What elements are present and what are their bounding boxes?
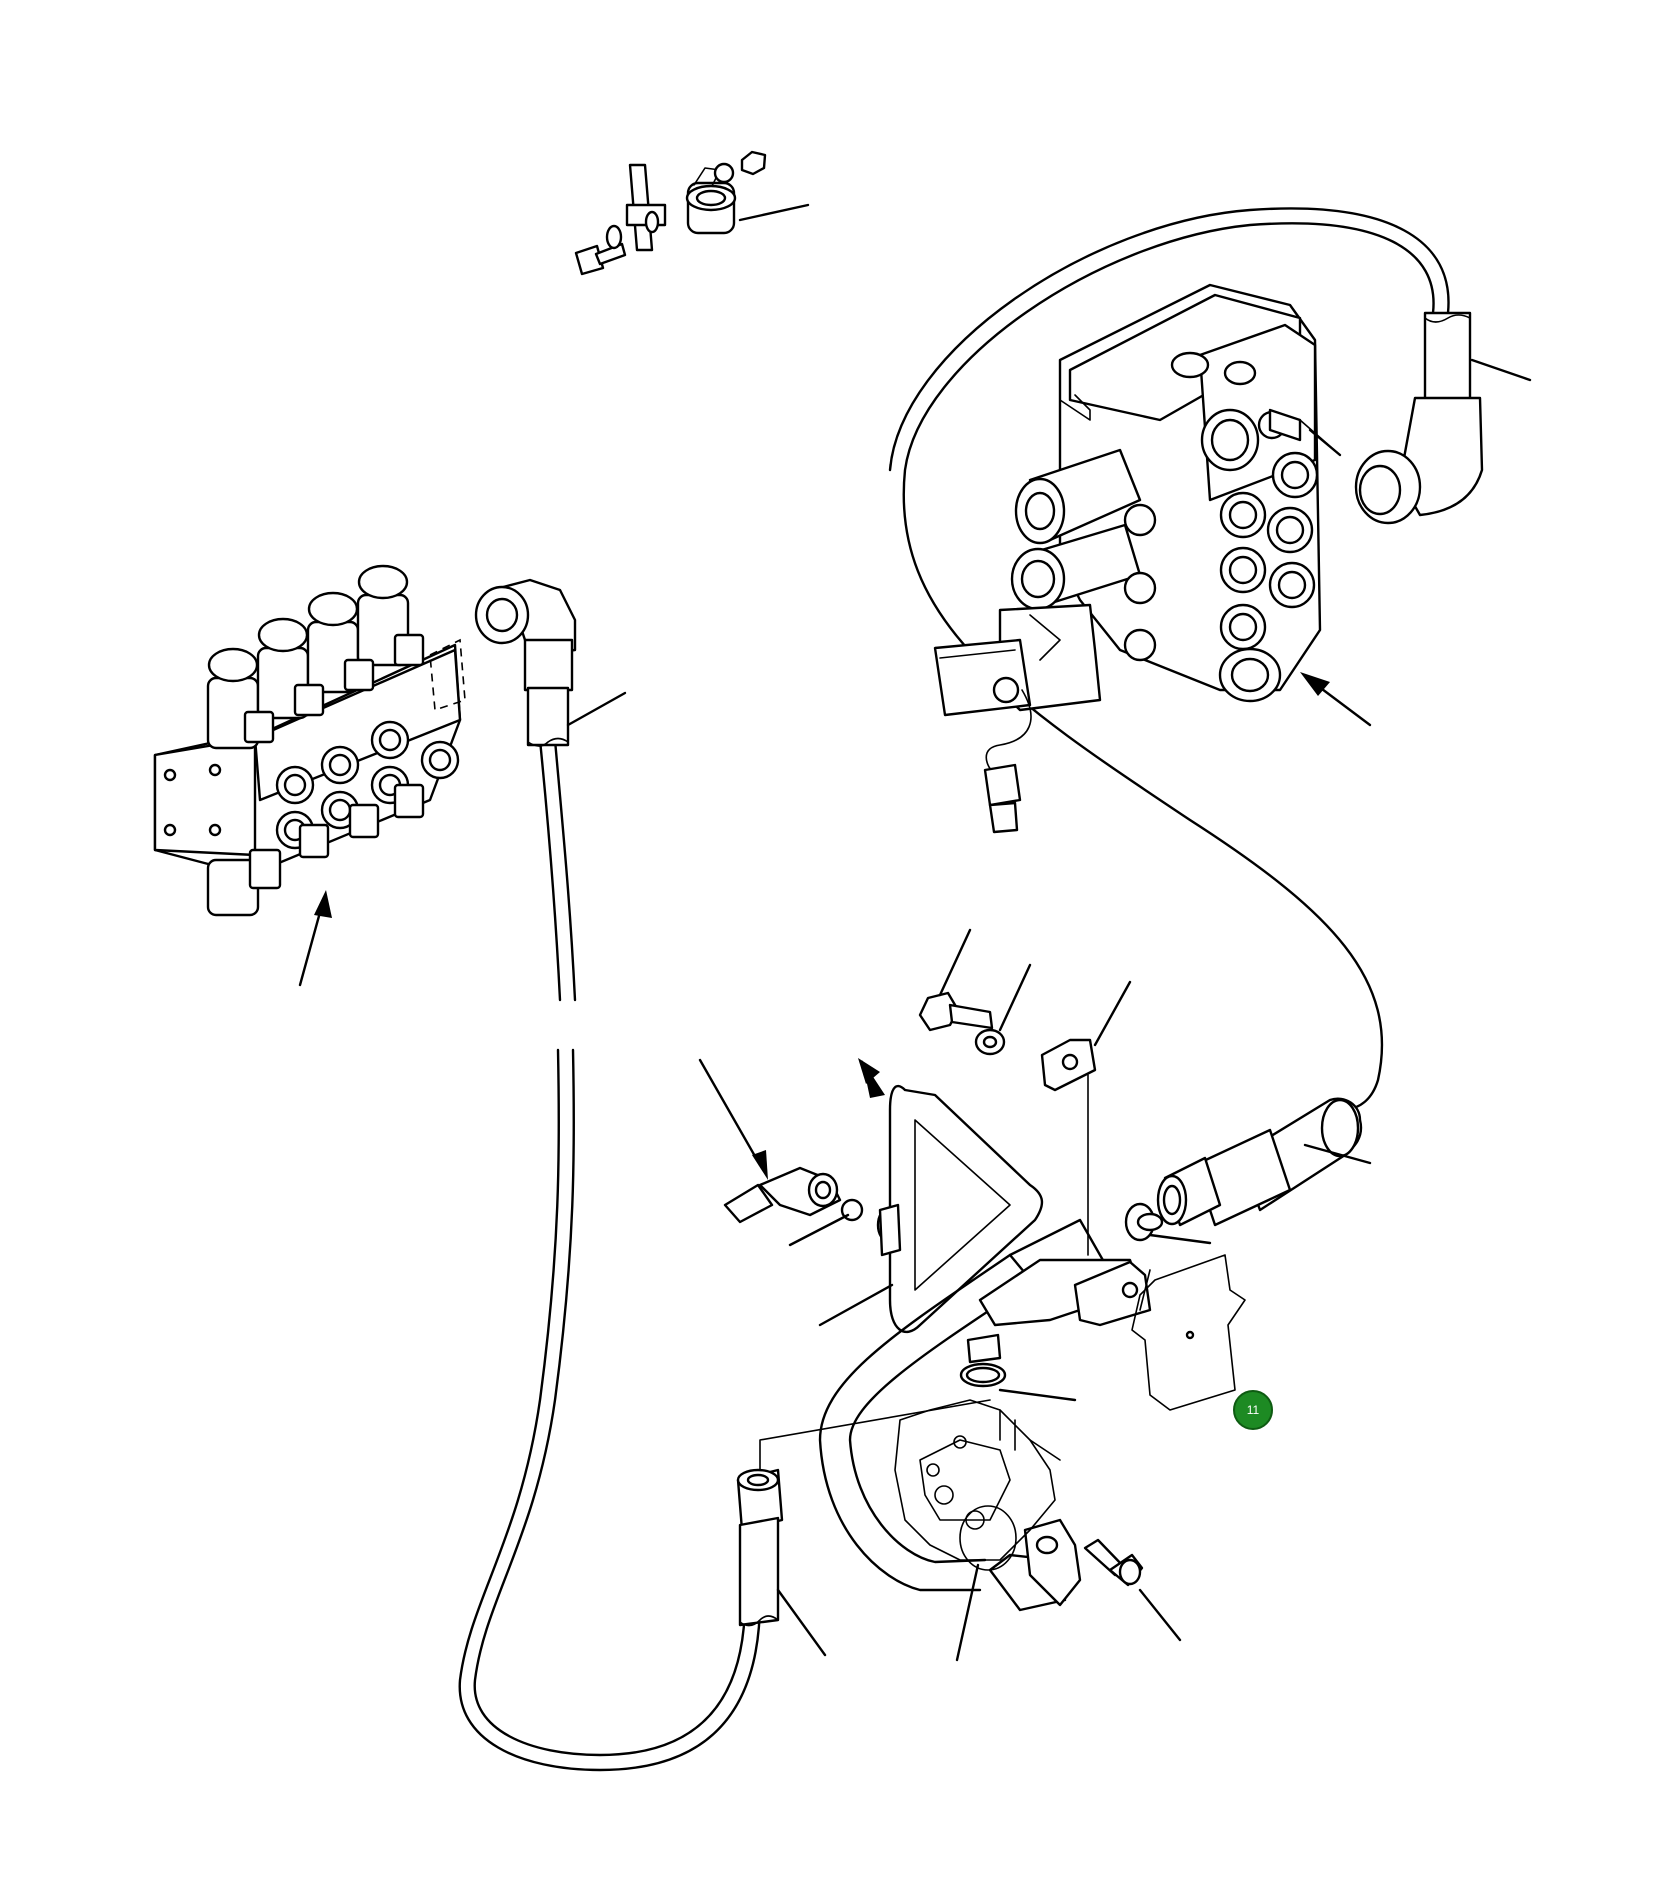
upper-hose-elbow-fitting (1354, 311, 1532, 525)
steel-pipe-bracket-assembly (818, 1084, 1246, 1612)
hose-straight-fitting (1124, 1097, 1372, 1245)
lower-hose-fitting (736, 1399, 991, 1657)
left-hose-elbow-fitting (474, 578, 627, 747)
callout-badge-11[interactable]: 11 (1233, 1390, 1273, 1430)
engine-flange-partial (894, 1399, 1061, 1561)
elbow-fitting-left (698, 1058, 894, 1327)
o-rings (955, 1212, 1164, 1662)
bolt-washer-bracket-group (918, 928, 1132, 1256)
control-valve-block-right (933, 283, 1372, 834)
solenoid-valve-block-left (153, 564, 466, 987)
flange-bolt (1083, 1538, 1182, 1642)
hose-lines (458, 207, 1450, 1772)
hose-clamp-assembly (574, 150, 810, 276)
